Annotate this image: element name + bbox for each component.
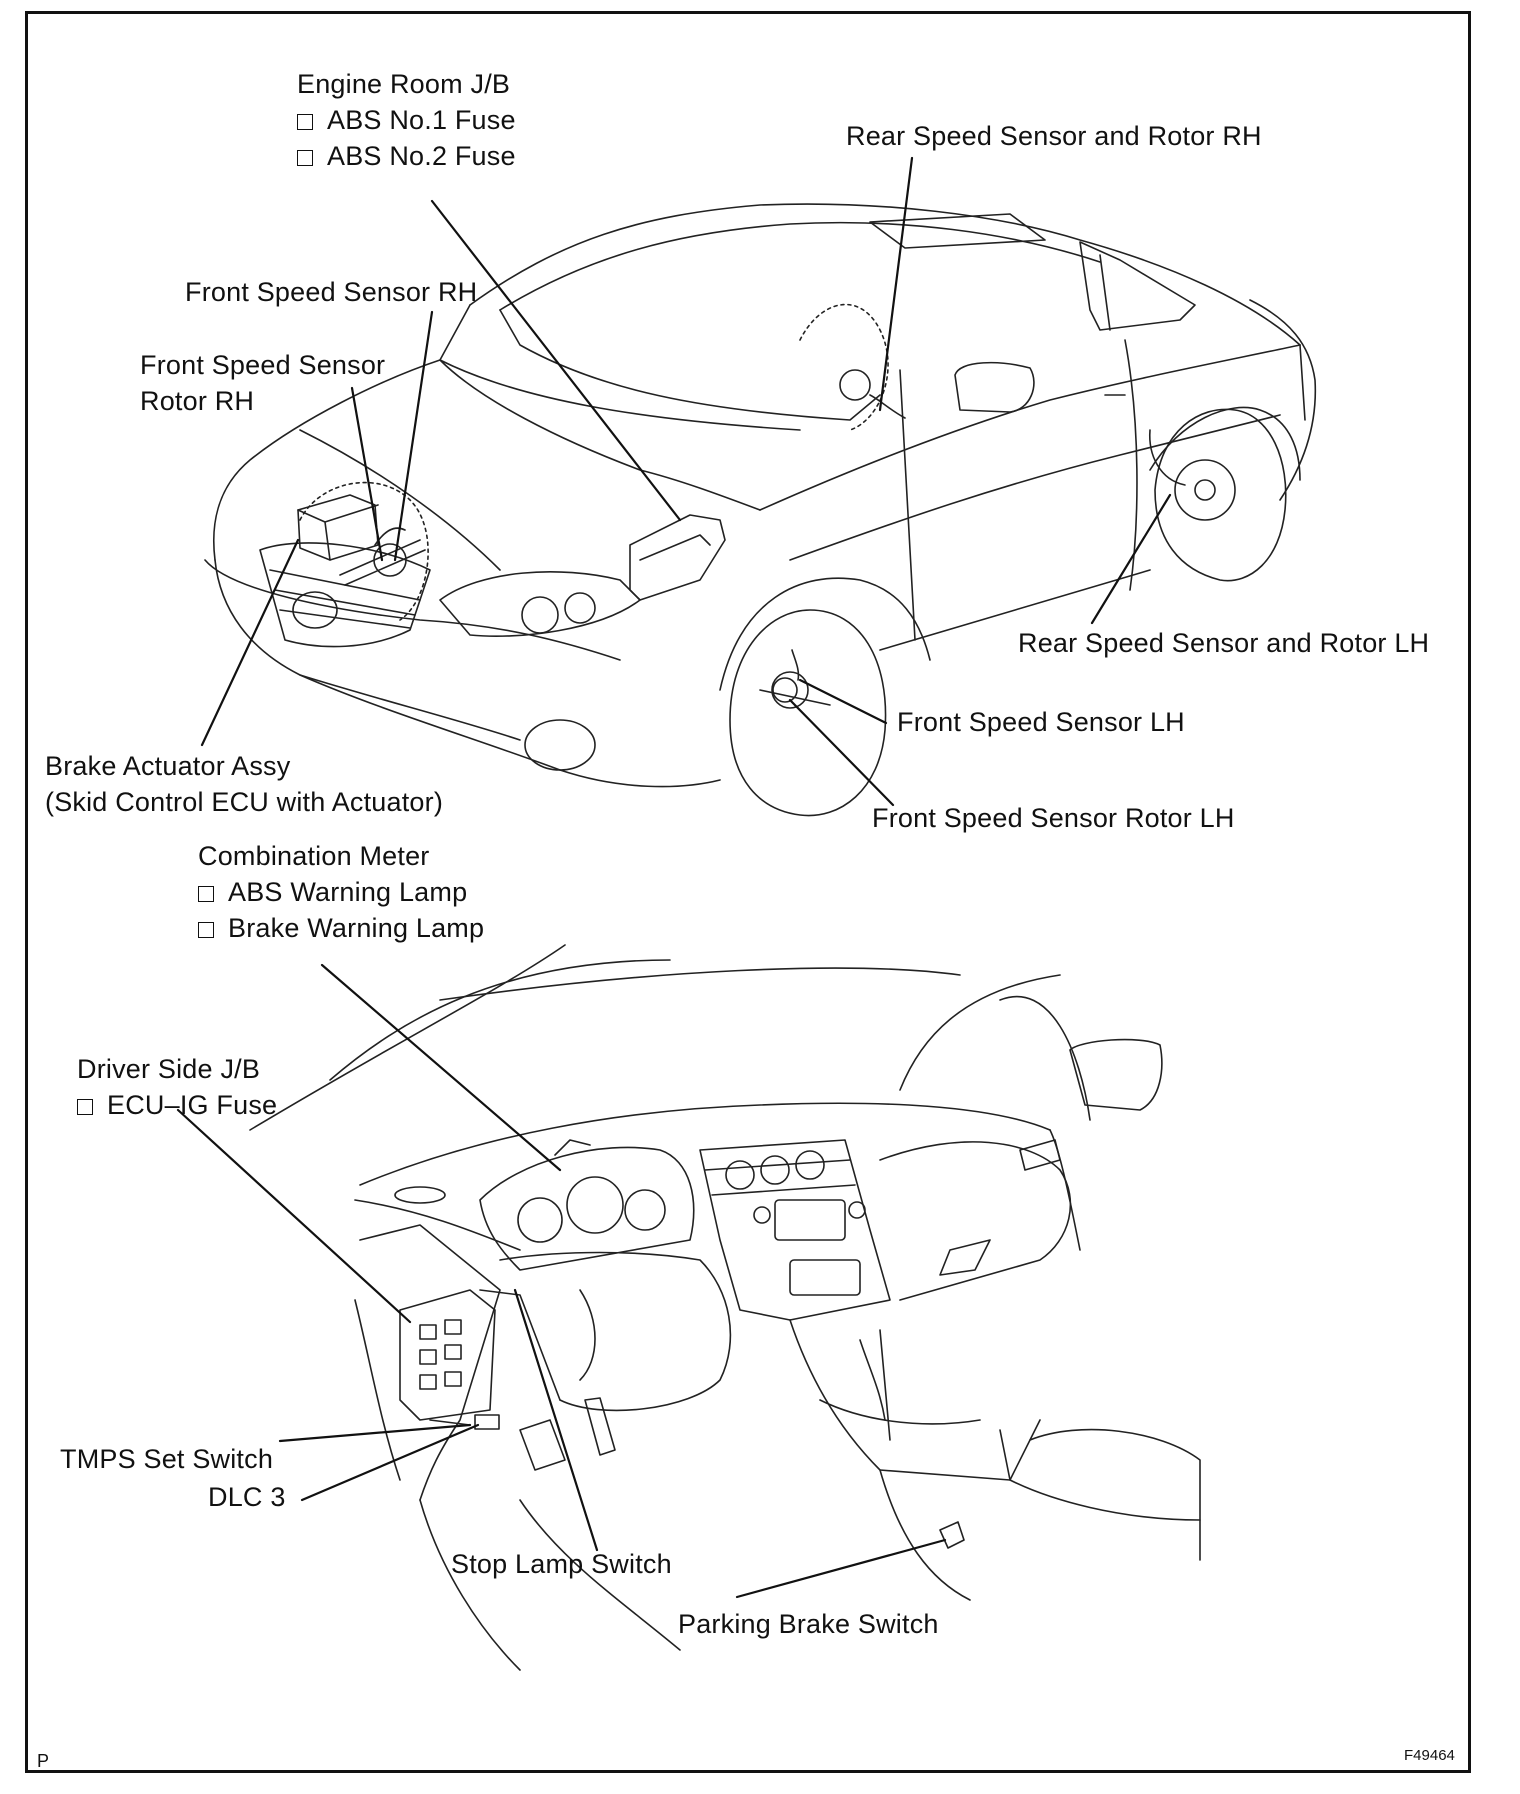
label-front-speed-sensor-rotor-lh: Front Speed Sensor Rotor LH	[872, 803, 1235, 833]
leader-front-speed-sensor-rotor-rh	[350, 386, 384, 562]
leader-parking-brake-switch	[735, 1538, 947, 1599]
leader-dlc3	[300, 1423, 480, 1502]
brake-warning-lamp-label: Brake Warning Lamp	[228, 913, 485, 943]
front-speed-sensor-rotor-rh-line2: Rotor RH	[140, 386, 255, 416]
label-rear-speed-sensor-rh: Rear Speed Sensor and Rotor RH	[846, 121, 1262, 151]
driver-side-jb-title: Driver Side J/B	[77, 1054, 261, 1084]
checkbox-square	[198, 886, 214, 902]
leader-front-speed-sensor-rotor-lh	[788, 698, 895, 807]
checkbox-square	[297, 150, 313, 166]
leader-front-speed-sensor-rh	[393, 310, 434, 562]
label-rear-speed-sensor-lh: Rear Speed Sensor and Rotor LH	[1018, 628, 1430, 658]
checkbox-square	[198, 922, 214, 938]
label-engine-room-jb: Engine Room J/B ABS No.1 Fuse ABS No.2 F…	[297, 66, 516, 174]
label-stop-lamp-switch: Stop Lamp Switch	[451, 1549, 672, 1579]
checkbox-square	[297, 114, 313, 130]
label-front-speed-sensor-rh: Front Speed Sensor RH	[185, 277, 478, 307]
leader-stop-lamp-switch	[513, 1288, 599, 1552]
figure-frame	[25, 11, 1471, 1773]
abs-no1-fuse-label: ABS No.1 Fuse	[327, 105, 516, 135]
leader-combination-meter	[320, 963, 562, 1172]
leader-engine-room-jb	[430, 199, 682, 522]
interior-drawing	[249, 944, 1201, 1671]
leader-brake-actuator	[200, 538, 300, 747]
leader-rear-speed-sensor-lh	[1090, 493, 1172, 625]
leader-front-speed-sensor-lh	[798, 678, 888, 725]
label-driver-side-jb: Driver Side J/B ECU–IG Fuse	[77, 1051, 277, 1123]
leader-driver-side-jb	[176, 1108, 412, 1324]
figure-id: F49464	[1404, 1747, 1455, 1764]
label-dlc3: DLC 3	[208, 1482, 286, 1512]
label-combination-meter: Combination Meter ABS Warning Lamp Brake…	[198, 838, 484, 946]
corner-mark: P	[37, 1751, 50, 1771]
ecu-ig-fuse-label: ECU–IG Fuse	[107, 1090, 278, 1120]
brake-actuator-line2: (Skid Control ECU with Actuator)	[45, 787, 444, 817]
combination-meter-title: Combination Meter	[198, 841, 430, 871]
label-brake-actuator: Brake Actuator Assy (Skid Control ECU wi…	[45, 748, 443, 820]
abs-warning-lamp-label: ABS Warning Lamp	[228, 877, 468, 907]
car-body-drawing	[204, 203, 1317, 817]
checkbox-square	[77, 1099, 93, 1115]
engine-room-jb-title: Engine Room J/B	[297, 69, 511, 99]
label-tmps-set-switch: TMPS Set Switch	[60, 1444, 274, 1474]
label-front-speed-sensor-rotor-rh: Front Speed Sensor Rotor RH	[140, 347, 385, 419]
label-parking-brake-switch: Parking Brake Switch	[678, 1609, 939, 1639]
leader-rear-speed-sensor-rh	[878, 156, 914, 412]
leader-lines	[176, 156, 1172, 1599]
abs-no2-fuse-label: ABS No.2 Fuse	[327, 141, 516, 171]
label-front-speed-sensor-lh: Front Speed Sensor LH	[897, 707, 1185, 737]
brake-actuator-line1: Brake Actuator Assy	[45, 751, 291, 781]
front-speed-sensor-rotor-rh-line1: Front Speed Sensor	[140, 350, 386, 380]
leader-tmps-set-switch	[278, 1423, 472, 1443]
